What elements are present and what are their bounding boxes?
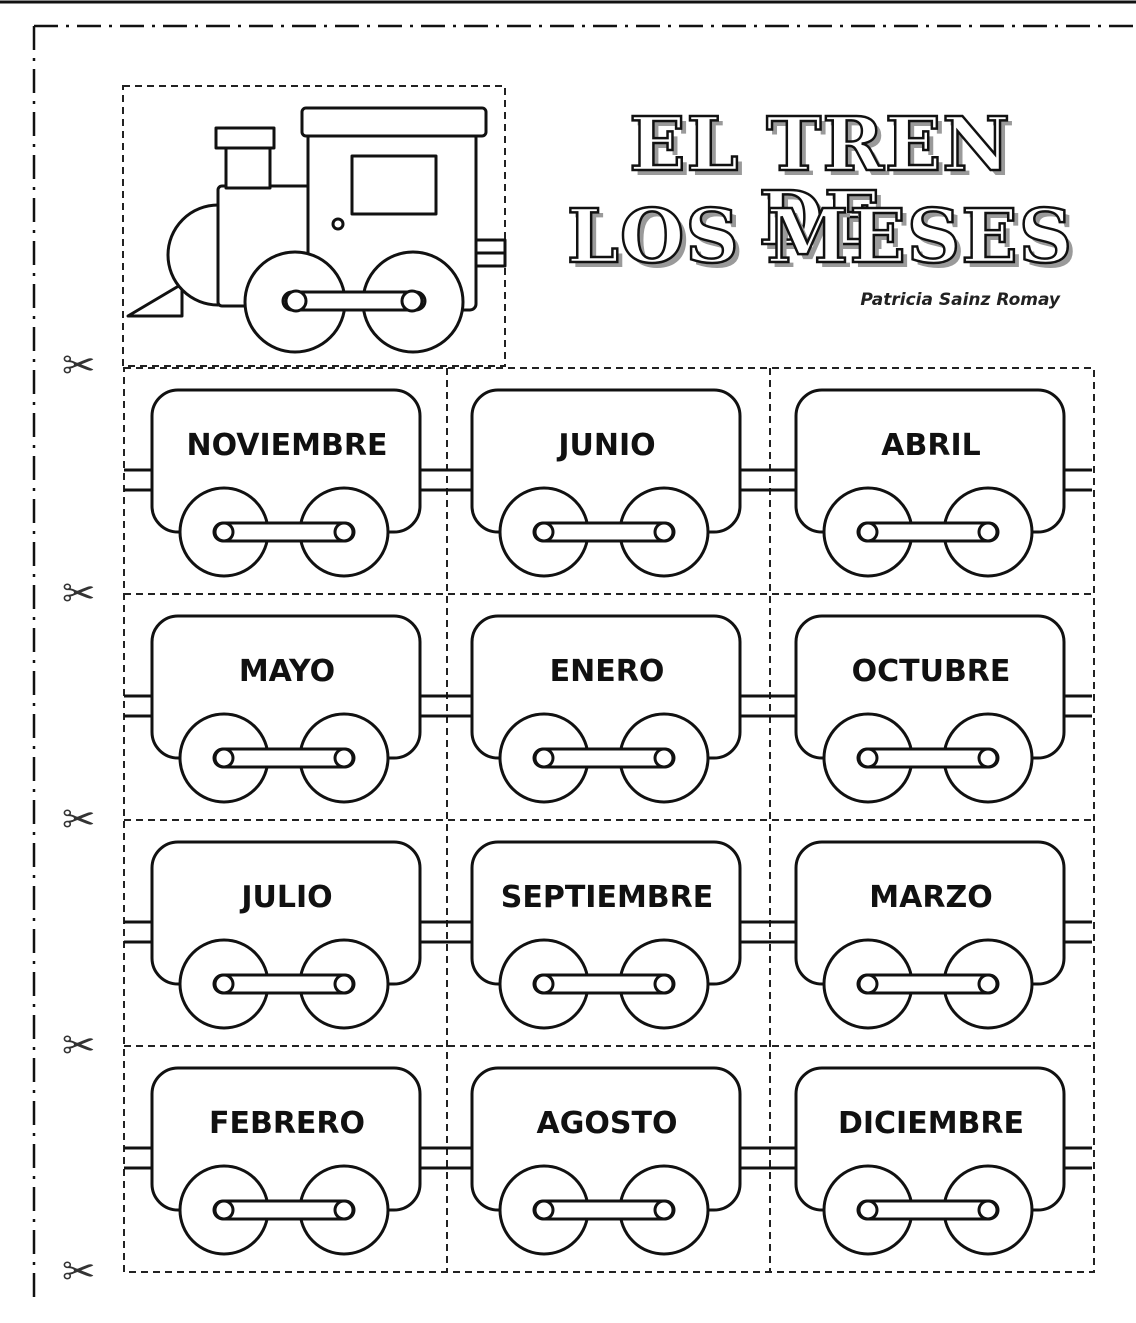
month-label: SEPTIEMBRE <box>500 880 714 915</box>
train-wagon-icon <box>124 1066 448 1256</box>
month-label: OCTUBRE <box>851 654 1011 689</box>
month-label: NOVIEMBRE <box>186 428 388 463</box>
scissors-icon: ✂ <box>62 1249 96 1295</box>
month-label: JUNIO <box>558 428 656 463</box>
scissors-icon: ✂ <box>62 1023 96 1069</box>
month-label: JULIO <box>241 880 333 915</box>
train-wagon-icon <box>444 388 768 578</box>
train-wagon-icon <box>768 388 1092 578</box>
train-wagon-icon <box>124 388 448 578</box>
month-label: MARZO <box>869 880 993 915</box>
train-wagon-icon <box>768 1066 1092 1256</box>
train-wagon-icon <box>444 840 768 1030</box>
scissors-icon: ✂ <box>62 797 96 843</box>
train-wagon-icon <box>124 614 448 804</box>
train-wagon-icon <box>768 840 1092 1030</box>
train-wagon-icon <box>444 1066 768 1256</box>
month-label: FEBRERO <box>208 1106 366 1141</box>
month-label: MAYO <box>238 654 336 689</box>
month-label: AGOSTO <box>536 1106 678 1141</box>
month-label: ABRIL <box>881 428 981 463</box>
train-wagon-icon <box>768 614 1092 804</box>
title-line-2: LOS MESES <box>566 194 1074 280</box>
title-line-1: EL TREN DE <box>628 102 1011 262</box>
month-label: DICIEMBRE <box>837 1106 1025 1141</box>
scissors-icon: ✂ <box>62 343 96 389</box>
author-credit: Patricia Sainz Romay <box>860 290 1060 310</box>
locomotive-icon <box>126 106 507 354</box>
scissors-icon: ✂ <box>62 571 96 617</box>
train-wagon-icon <box>444 614 768 804</box>
month-label: ENERO <box>549 654 665 689</box>
train-wagon-icon <box>124 840 448 1030</box>
